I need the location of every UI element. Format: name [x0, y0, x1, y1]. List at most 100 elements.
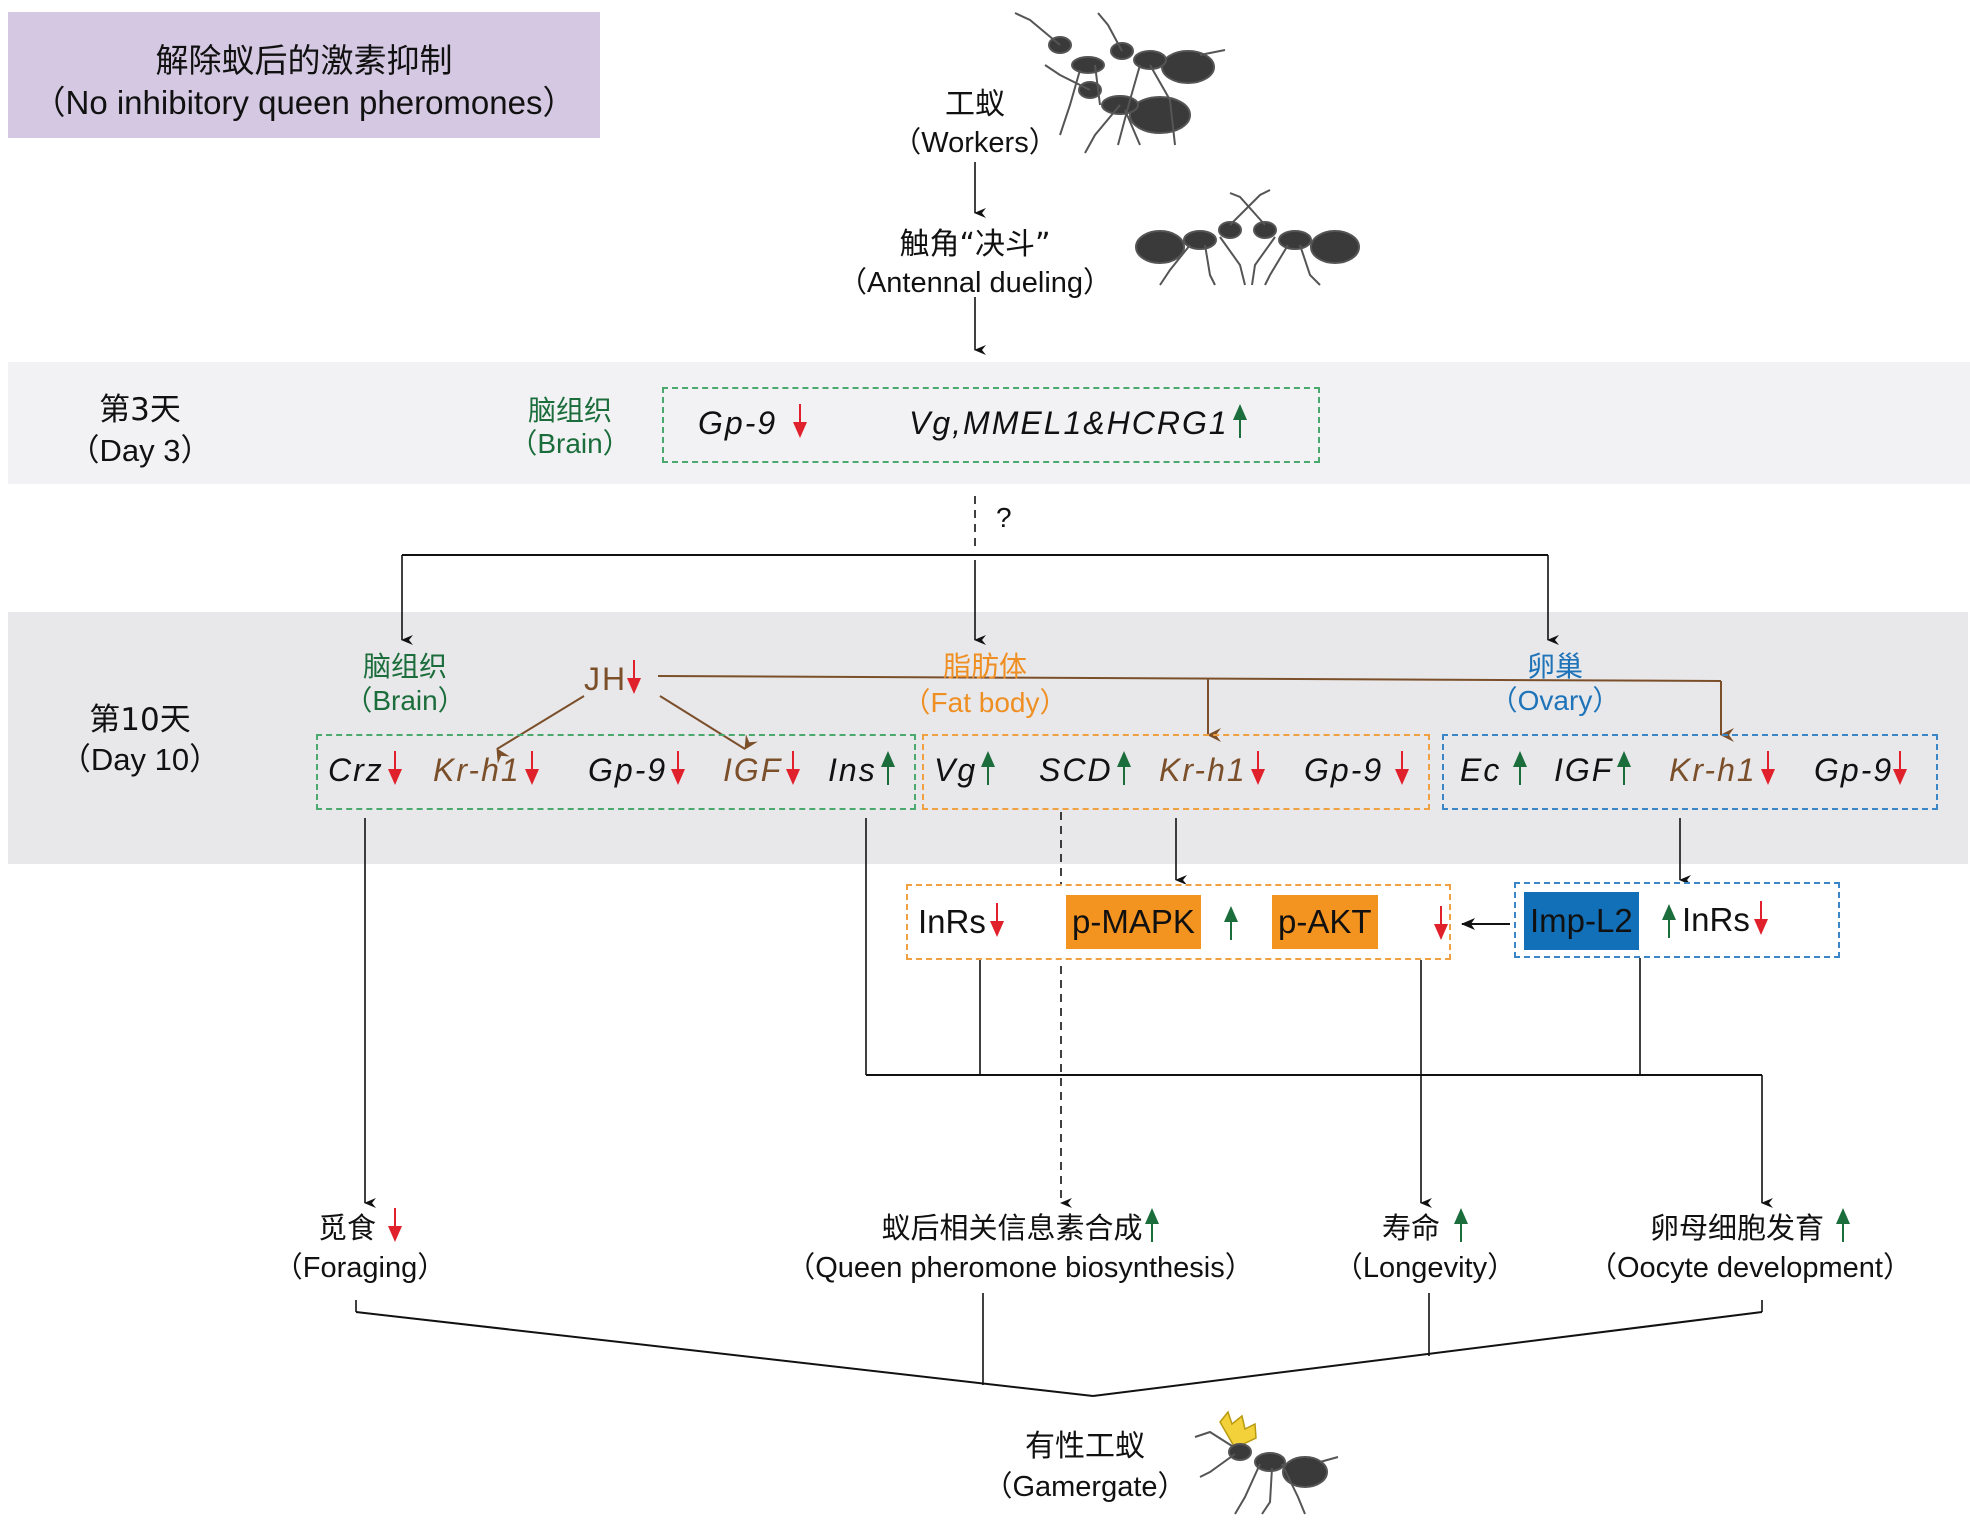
signal-inrs-ovary: InRs: [1676, 893, 1774, 947]
up-arrow-icon: [1617, 751, 1632, 785]
result-label-zh: 有性工蚁: [1025, 1429, 1145, 1464]
day3-label-en: （Day 3）: [68, 433, 212, 468]
signal-inrs-fat-body: InRs: [912, 895, 1010, 949]
outcome-label-en: （Foraging）: [273, 1252, 447, 1284]
down-arrow-icon: [524, 751, 539, 785]
result-gamergate: 有性工蚁 （Gamergate）: [970, 1427, 1200, 1507]
day3-brain-gene-box: Gp-9 Vg,MMEL1&HCRG1: [662, 387, 1320, 463]
gene-name: IGF: [723, 752, 783, 788]
gene-name: Vg: [934, 752, 978, 788]
up-arrow-icon: [1224, 906, 1238, 940]
gene-name: Gp-9: [1814, 752, 1894, 788]
gene-vg-mmel1-hcrg1-day3: Vg,MMEL1&HCRG1: [909, 404, 1247, 442]
down-arrow-icon: [627, 660, 642, 694]
down-arrow-icon: [388, 1208, 402, 1242]
gene-name: Gp-9: [1304, 752, 1384, 788]
gene-name: Ins: [828, 752, 877, 788]
day3-tissue-brain-zh: 脑组织: [527, 394, 612, 427]
result-label-en: （Gamergate）: [983, 1471, 1187, 1503]
condition-title-en: （No inhibitory queen pheromones）: [32, 84, 576, 121]
day10-brain-gene-box: Crz Kr-h1 Gp-9 IGF Ins: [316, 734, 916, 810]
up-arrow-icon: [880, 751, 895, 785]
gene-kr-h1-ovary: Kr-h1: [1669, 751, 1775, 789]
gene-name: Crz: [328, 752, 384, 788]
day10-band: [8, 612, 1968, 864]
day3-tissue-brain-en: （Brain）: [509, 428, 631, 459]
day10-label-en: （Day 10）: [59, 742, 221, 777]
up-arrow-icon: [1116, 751, 1131, 785]
up-arrow-icon: [1513, 751, 1528, 785]
outcome-label-en: （Longevity）: [1333, 1252, 1517, 1284]
jh-hormone: JH: [584, 660, 642, 698]
gene-name: Kr-h1: [433, 752, 521, 788]
jh-line-horizontal: [657, 675, 1722, 682]
day10-tissue-ovary-zh: 卵巢: [1526, 650, 1583, 683]
gene-name: Kr-h1: [1159, 752, 1247, 788]
outcome-queen-pheromone: 蚁后相关信息素合成 （Queen pheromone biosynthesis）: [770, 1208, 1270, 1288]
day10-tissue-brain-en: （Brain）: [344, 685, 466, 716]
gene-name: IGF: [1554, 752, 1614, 788]
dueling-ants-illustration: [1135, 189, 1360, 286]
ovary-signaling-box: Imp-L2 InRs: [1514, 882, 1840, 958]
day10-ovary-gene-box: Ec IGF Kr-h1 Gp-9: [1442, 734, 1938, 810]
up-arrow-icon: [1454, 1208, 1468, 1242]
outcome-longevity: 寿命 （Longevity）: [1320, 1208, 1530, 1288]
gene-name: Gp-9: [588, 752, 668, 788]
signal-name: InRs: [918, 903, 986, 940]
down-arrow-icon: [387, 751, 402, 785]
gene-ins-brain: Ins: [828, 751, 895, 789]
outcome-label-en: （Queen pheromone biosynthesis）: [786, 1252, 1254, 1284]
outcome-label-zh: 觅食: [317, 1211, 376, 1245]
gene-gp9-ovary: Gp-9: [1814, 751, 1908, 789]
condition-title-box: 解除蚁后的激素抑制 （No inhibitory queen pheromone…: [8, 12, 600, 138]
gene-crz-brain: Crz: [328, 751, 402, 789]
up-arrow-icon: [1144, 1208, 1159, 1242]
v-left: [355, 1311, 1094, 1397]
down-arrow-icon: [1753, 901, 1768, 935]
outcome-label-en: （Oocyte development）: [1588, 1252, 1912, 1284]
down-arrow-icon: [1395, 751, 1410, 785]
down-arrow-icon: [1893, 751, 1908, 785]
gene-name: SCD: [1039, 752, 1113, 788]
signal-name: Imp-L2: [1530, 902, 1633, 939]
down-arrow-icon: [1760, 751, 1775, 785]
signal-name: p-MAPK: [1072, 903, 1195, 940]
up-arrow-icon: [1836, 1208, 1850, 1242]
signal-imp-l2: Imp-L2: [1524, 892, 1639, 950]
down-arrow-icon: [671, 751, 686, 785]
down-arrow-icon: [989, 903, 1004, 937]
gene-name: Vg,MMEL1&HCRG1: [909, 405, 1229, 441]
jh-arrow-igf: [659, 695, 758, 750]
day10-fat-body-gene-box: Vg SCD Kr-h1 Gp-9: [922, 734, 1430, 810]
outcome-foraging: 觅食 （Foraging）: [240, 1208, 480, 1288]
signal-p-mapk: p-MAPK: [1066, 895, 1201, 949]
gene-kr-h1-brain: Kr-h1: [433, 751, 539, 789]
jh-arrow-kr-h1: [496, 695, 585, 764]
up-arrow-icon: [1662, 904, 1676, 938]
gene-ec-ovary: Ec: [1460, 751, 1528, 789]
up-arrow-icon: [981, 751, 996, 785]
day10-tissue-fat-body-en: （Fat body）: [902, 687, 1068, 718]
down-arrow-icon: [793, 404, 808, 438]
day10-tissue-ovary-en: （Ovary）: [1489, 685, 1621, 716]
jh-label: JH: [584, 661, 628, 697]
workers-label-zh: 工蚁: [945, 87, 1005, 122]
gene-scd-fat-body: SCD: [1039, 751, 1131, 789]
day10-tissue-brain-zh: 脑组织: [362, 650, 447, 683]
gene-name: Ec: [1460, 752, 1502, 788]
gene-igf-brain: IGF: [723, 751, 801, 789]
signal-name: InRs: [1682, 901, 1750, 938]
day3-band: [8, 362, 1970, 484]
down-arrow-icon: [1434, 906, 1449, 940]
gene-igf-ovary: IGF: [1554, 751, 1632, 789]
crowned-ant-illustration: [1194, 1410, 1339, 1515]
dueling-label-en: （Antennal dueling）: [837, 267, 1113, 299]
gene-kr-h1-fat-body: Kr-h1: [1159, 751, 1265, 789]
workers-ants-illustration: [1014, 12, 1226, 154]
fat-body-signaling-box: InRs p-MAPK p-AKT: [906, 884, 1451, 960]
workers-label-en: （Workers）: [892, 127, 1058, 159]
gene-name: Gp-9: [698, 405, 778, 441]
down-arrow-icon: [786, 751, 801, 785]
condition-title-zh: 解除蚁后的激素抑制: [155, 41, 453, 80]
